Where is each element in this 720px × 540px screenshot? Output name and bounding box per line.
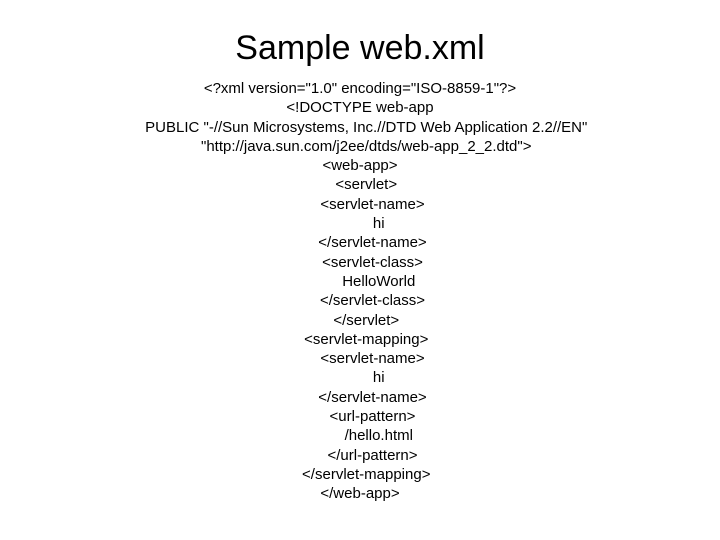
xml-code-line: </servlet-name> [293,234,427,252]
xml-code-line: <servlet-name> [295,350,425,368]
xml-code-line: <servlet-class> [297,253,423,271]
xml-code-line: <web-app> [322,157,398,175]
xml-code-line: HelloWorld [304,272,416,290]
xml-code-line: <servlet> [322,176,398,194]
xml-code-line: </servlet-name> [293,388,427,406]
xml-code-line: hi [335,369,385,387]
xml-code-line: </url-pattern> [302,446,418,464]
xml-code-line: </servlet-class> [294,292,426,310]
xml-code-line: hi [335,215,385,233]
xml-code-line: "http://java.sun.com/j2ee/dtds/web-app_2… [188,137,532,155]
xml-code-line: <url-pattern> [304,408,416,426]
xml-code-line: </servlet-mapping> [289,465,431,483]
xml-code-line: </web-app> [320,485,400,503]
xml-code-line: /hello.html [307,427,413,445]
xml-code-block: <?xml version="1.0" encoding="ISO-8859-1… [0,79,720,504]
page-title: Sample web.xml [235,29,485,67]
xml-code-line: <!DOCTYPE web-app [286,99,434,117]
xml-code-line: <servlet-name> [295,195,425,213]
xml-code-line: <?xml version="1.0" encoding="ISO-8859-1… [203,80,517,97]
xml-code-line: PUBLIC "-//Sun Microsystems, Inc.//DTD W… [132,118,588,136]
xml-code-line: <servlet-mapping> [291,330,429,348]
xml-code-line: </servlet> [320,311,400,329]
